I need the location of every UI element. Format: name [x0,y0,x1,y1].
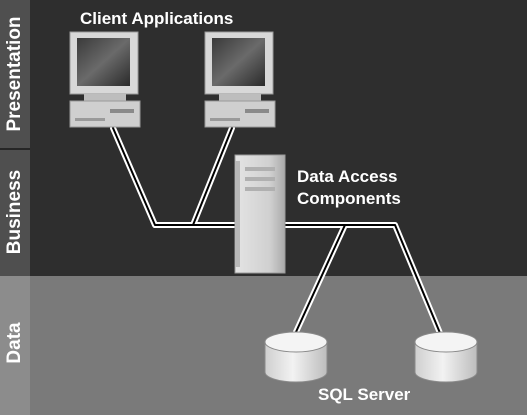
sql-server-label: SQL Server [318,385,411,404]
data-strip [0,276,30,415]
client-applications-label: Client Applications [80,9,234,28]
data-access-label-line2: Components [297,189,401,208]
database-cylinder-icon [414,331,478,383]
desktop-computer-icon [69,31,141,128]
business-strip [0,150,30,276]
data-access-components-label: Data Access Components [297,166,401,210]
desktop-computer-icon [204,31,276,128]
data-access-label-line1: Data Access [297,167,398,186]
server-tower-icon [234,154,286,274]
database-cylinder-icon [264,331,328,383]
presentation-strip [0,0,30,150]
